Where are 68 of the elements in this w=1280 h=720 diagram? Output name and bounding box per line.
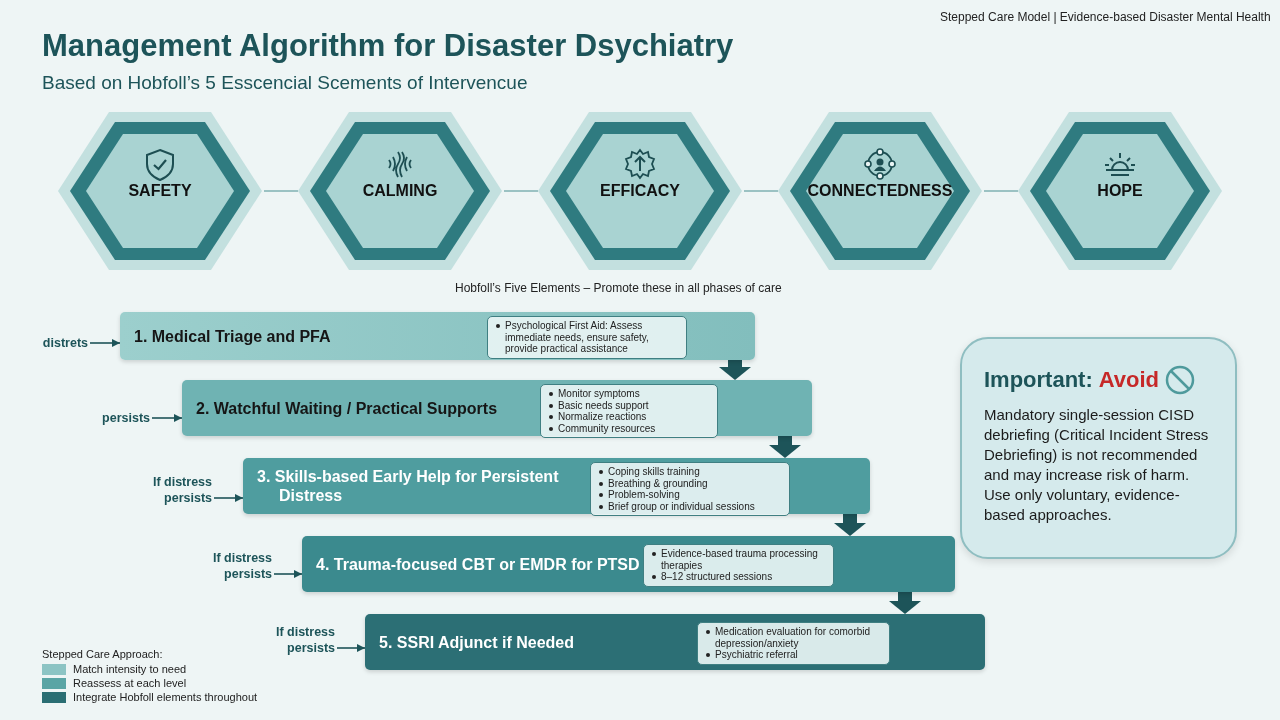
warning-card [960,337,1237,559]
hexagon-label: HOPE [1096,181,1144,200]
bullet-item: Psychological First Aid: Assess immediate needs, ensure safety, provide practical assistance [505,320,649,354]
hexagon-label: EFFICACY [599,181,681,200]
step-title: 5. SSRI Adjunct if Needed [379,632,574,652]
step-box [365,614,985,670]
hexagon-label: SAFETY [127,181,193,200]
bullet-item: Brief group or individual sessions [608,500,755,512]
side-label: If distress persists [202,550,272,582]
bullet-item: Monitor symptoms [558,388,640,399]
subtitle: Based on Hobfoll’s 5 Esscencial Scements of Intervencue [42,72,528,94]
hexagon-label: CALMING [361,181,439,200]
hexagon [58,112,262,270]
connector-line [263,190,299,192]
hexagon [538,112,742,270]
bullet-item: Evidence-based trauma processing therapies [661,548,818,571]
arrow [336,644,366,652]
legend-text: Reassess at each level [73,677,187,689]
bullet-item: Community resources [558,422,656,434]
connector-line [743,190,779,192]
hexagon-label: CONNECTEDNESS [806,181,954,200]
legend-text: Integrate Hobfoll elements throughout [73,691,258,703]
connector-line [983,190,1019,192]
step-box [302,536,955,592]
title: Management Algorithm for Disaster Dsychiatry [42,28,734,64]
bullet-list-box [540,384,718,438]
bullet-item: Coping skills training [608,466,700,477]
bullet-list-box [643,544,834,587]
block-arrow [769,436,801,458]
step-title: 3. Skills-based Early Help for Persistent Distress [257,467,560,505]
legend-text: Match intensity to need [73,663,187,675]
hexagon [1018,112,1222,270]
side-label: distrets [42,335,88,351]
side-label: If distress persists [142,474,212,506]
step-box [182,380,812,436]
step-box [120,312,755,360]
hexagon [778,112,982,270]
legend-heading: Stepped Care Approach: [42,648,163,660]
bullet-item: Psychiatric referral [715,649,798,660]
block-arrow [834,514,866,536]
block-arrow [719,360,751,380]
step-title: 2. Watchful Waiting / Practical Supports [196,398,498,418]
bullet-item: 8–12 structured sessions [661,571,773,582]
side-label: persists [102,410,150,426]
bullet-item: Basic needs support [558,399,649,411]
step-title: 4. Trauma-focused CBT or EMDR for PTSD [316,554,640,574]
warning-keyword: Avoid [1098,367,1160,393]
arrow [213,494,244,502]
caption-text: Hobfoll’s Five Elements – Promote these in all phases of care [455,281,782,295]
arrow [273,570,303,578]
header-text: Stepped Care Model | Evidence-based Disaster Mental Health [940,10,1271,24]
bullet-item: Medication evaluation for comorbid depression/anxiety [715,626,871,649]
bullet-list-box [487,316,687,359]
warning-heading: Important: [984,367,1093,393]
bullet-item: Problem-solving [608,489,680,500]
warning-text: Mandatory single-session CISD debriefing (Critical Incident Stress Debriefing) is not recommended and may increase risk of harm. Use only voluntary, evidence-based approaches. [984,405,1210,525]
bullet-item: Breathing & grounding [608,477,708,489]
step-title: 1. Medical Triage and PFA [134,326,331,346]
bullet-list-box [590,462,790,516]
arrow [89,339,121,347]
arrow [151,414,183,422]
connector-line [503,190,539,192]
step-box [243,458,870,514]
bullet-item: Normalize reactions [558,411,647,422]
block-arrow [889,592,921,614]
bullet-list-box [697,622,890,665]
hexagon [298,112,502,270]
side-label: If distress persists [265,624,335,656]
